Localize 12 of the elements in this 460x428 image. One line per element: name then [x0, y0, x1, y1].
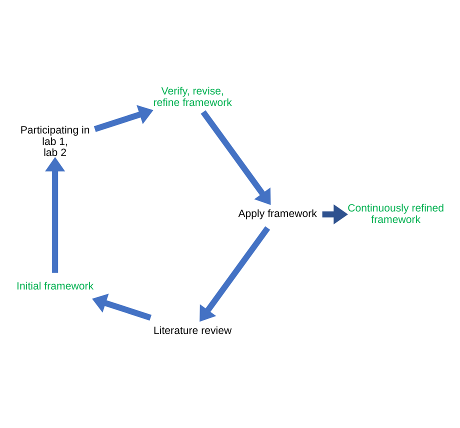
arrow [94, 105, 154, 132]
node-text: Literature review [153, 325, 232, 338]
node-text: Initial framework [16, 280, 94, 292]
node-text: Apply framework [238, 208, 317, 220]
arrow [200, 110, 271, 205]
arrow [322, 204, 348, 224]
node-text: Verify, revise, refine framework [153, 86, 232, 109]
node-text: Continuously refined framework [348, 202, 444, 226]
arrow [200, 226, 270, 322]
arrow [45, 157, 66, 273]
arrow [92, 294, 152, 321]
node-text: Participating in lab 1, lab 2 [20, 124, 90, 160]
